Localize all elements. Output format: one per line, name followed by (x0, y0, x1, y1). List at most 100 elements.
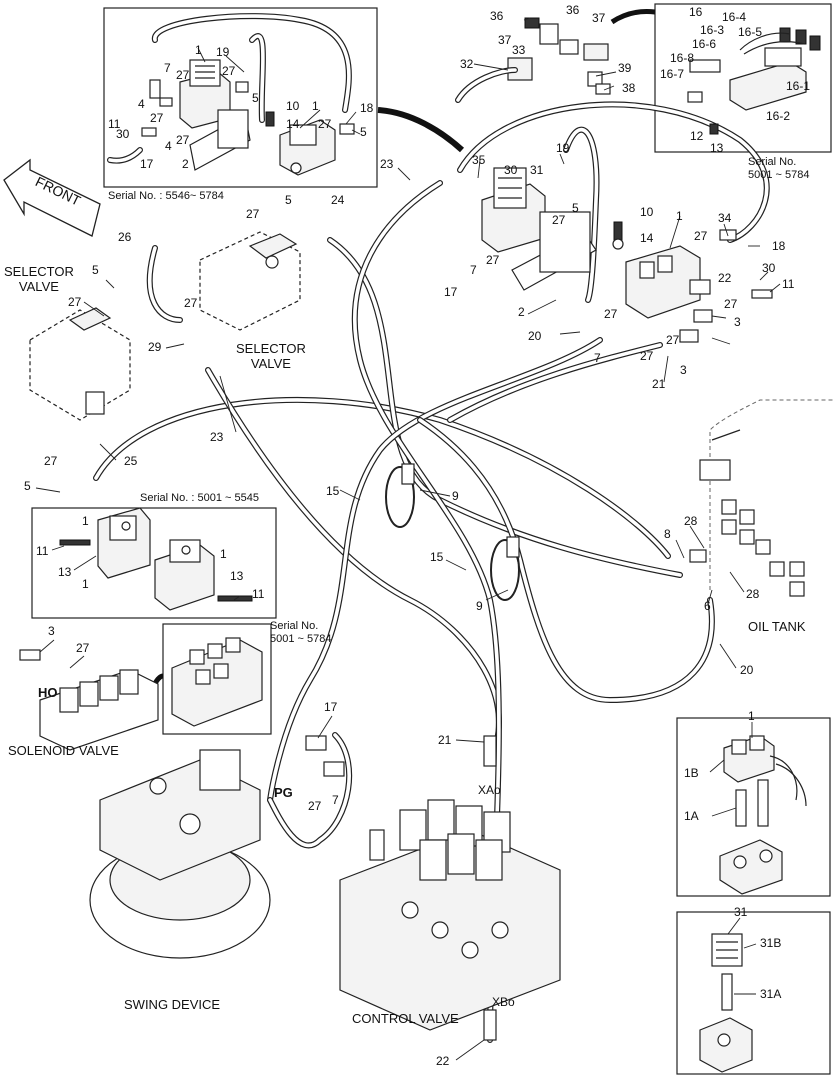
inset-bottom-right-1-frame (676, 717, 831, 897)
port-pg-label: PG (274, 785, 293, 800)
callout-label: 25 (124, 454, 138, 468)
callout-label: 1B (684, 766, 699, 780)
callout-label: 39 (618, 61, 632, 75)
inset-bottom-right-31-frame (676, 911, 831, 1075)
solenoid-valve-label: SOLENOID VALVE (8, 743, 119, 758)
callout-label: 5 (572, 201, 579, 215)
callout-label: 27 (76, 641, 90, 655)
solenoid-valve-31-assembly (481, 167, 597, 291)
callout-label: 27 (308, 799, 322, 813)
callout-label: 14 (286, 117, 300, 131)
callout-label: 7 (332, 793, 339, 807)
callout-label: 5 (252, 91, 259, 105)
callout-label: 4 (165, 139, 172, 153)
callout-label: 21 (652, 377, 666, 391)
callout-label: 3 (734, 315, 741, 329)
port-ho-label: HO (38, 685, 58, 700)
callout-label: 1 (220, 547, 227, 561)
br-solenoid-valve-31-exploded (699, 933, 753, 1073)
callout-label: 26 (118, 230, 132, 244)
oil-tank (689, 399, 835, 597)
callout-label: 27 (176, 68, 190, 82)
callout-label: 27 (176, 133, 190, 147)
callout-label: 16-7 (660, 67, 685, 81)
callout-label: 27 (640, 349, 654, 363)
callout-label: 27 (44, 454, 58, 468)
callout-label: 28 (684, 514, 698, 528)
callout-label: 1 (676, 209, 683, 223)
callout-label: 7 (470, 263, 477, 277)
callout-label: 18 (772, 239, 786, 253)
callout-label: 27 (246, 207, 260, 221)
callout-label: 7 (164, 61, 171, 75)
callout-label: 3 (48, 624, 55, 638)
callout-label: 17 (444, 285, 458, 299)
callout-label: 3 (680, 363, 687, 377)
callout-label: 27 (666, 333, 680, 347)
callout-label: 5 (360, 125, 367, 139)
callout-label: 1 (195, 43, 202, 57)
callout-label: 33 (512, 43, 526, 57)
callout-label: 14 (640, 231, 654, 245)
callout-label: 37 (498, 33, 512, 47)
inset-pointer-arrow-right (610, 9, 656, 25)
tl-solenoid-valve-1 (179, 59, 251, 171)
leader-lines (35, 17, 781, 1061)
callout-label: 35 (472, 153, 486, 167)
port-xbo-label: XBo (492, 995, 515, 1009)
callout-label: 13 (230, 569, 244, 583)
callout-label: 31 (734, 905, 748, 919)
inset-mid-left-frame (31, 507, 277, 619)
callout-label: 27 (604, 307, 618, 321)
callout-label: 16-4 (722, 10, 747, 24)
callout-label: 17 (140, 157, 154, 171)
callout-label: 18 (360, 101, 374, 115)
callout-label: 8 (664, 527, 671, 541)
callout-label: 10 (286, 99, 300, 113)
callout-label: 27 (184, 296, 198, 310)
inset-top-left-frame (103, 7, 378, 188)
callout-label: 32 (460, 57, 474, 71)
callout-label: 16-1 (786, 79, 811, 93)
ml-solenoid-valve-a (59, 507, 151, 579)
callout-label: 1A (684, 809, 699, 823)
callout-label: 27 (694, 229, 708, 243)
callout-label: 27 (552, 213, 566, 227)
lower-mid-solenoid-block (171, 637, 263, 727)
callout-label: 16-3 (700, 23, 725, 37)
solenoid-valve-block (19, 649, 159, 751)
callout-label: 27 (68, 295, 82, 309)
serial-mid-left: Serial No. : 5001 ~ 5545 (140, 492, 259, 504)
callout-label: 30 (116, 127, 130, 141)
callout-label: 20 (528, 329, 542, 343)
callout-label: 13 (58, 565, 72, 579)
swing-device (89, 749, 271, 959)
pg-fitting (305, 735, 345, 777)
callout-label: 2 (518, 305, 525, 319)
callout-label: 5 (285, 193, 292, 207)
callout-label: 31B (760, 936, 782, 950)
callout-label: 27 (222, 64, 236, 78)
oil-tank-label: OIL TANK (748, 619, 806, 634)
callout-label: 12 (690, 129, 704, 143)
callout-label: 24 (331, 193, 345, 207)
solenoid-valve-1-main (612, 221, 773, 343)
selector-valve-left (29, 307, 131, 421)
callout-label: 11 (108, 117, 121, 131)
tl-solenoid-valve-1b (279, 119, 336, 176)
callout-label: 13 (710, 141, 724, 155)
callout-label: 1 (82, 514, 89, 528)
callout-label: 2 (182, 157, 189, 171)
br-solenoid-valve-1-exploded (719, 735, 807, 895)
clamp-9-lower (490, 536, 520, 601)
control-valve (339, 735, 561, 1041)
callout-label: 1 (748, 709, 755, 723)
selector-valve-center-label: SELECTOR VALVE (236, 341, 306, 371)
inset-top-right-frame (654, 3, 832, 153)
callout-label: 16-8 (670, 51, 695, 65)
callout-label: 16-6 (692, 37, 717, 51)
inset-lower-mid-frame (162, 623, 272, 735)
front-arrow-icon (3, 158, 101, 237)
callout-label: 1 (312, 99, 319, 113)
